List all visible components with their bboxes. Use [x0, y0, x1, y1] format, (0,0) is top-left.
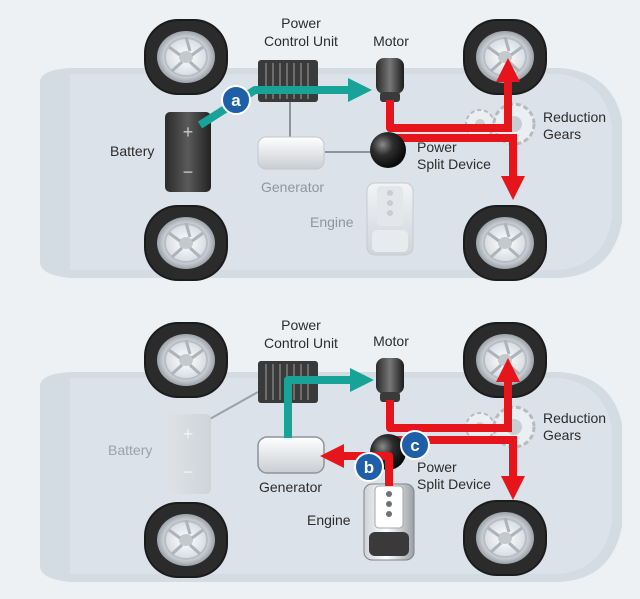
- generator: [257, 436, 325, 474]
- generator: [257, 136, 325, 170]
- label-reduction-gears-2: Gears: [543, 126, 581, 142]
- label-engine: Engine: [307, 512, 351, 528]
- power-split-device: [370, 132, 406, 168]
- wheel-rear-right: [461, 498, 549, 578]
- wheel-rear-left: [142, 203, 230, 283]
- svg-text:−: −: [183, 462, 194, 482]
- svg-text:c: c: [410, 436, 419, 455]
- label-power-split-device: Power: [417, 139, 457, 155]
- engine: [363, 483, 415, 561]
- svg-text:+: +: [183, 122, 194, 142]
- svg-text:−: −: [183, 162, 194, 182]
- label-engine: Engine: [310, 214, 354, 230]
- motor: [376, 58, 404, 102]
- badge-a: a: [221, 85, 251, 115]
- badge-c: c: [400, 430, 430, 460]
- svg-text:+: +: [183, 424, 194, 444]
- label-reduction-gears: Reduction: [543, 109, 606, 125]
- label-reduction-gears-2: Gears: [543, 427, 581, 443]
- battery: + −: [165, 414, 211, 494]
- label-battery: Battery: [108, 442, 152, 458]
- battery: + −: [165, 112, 211, 192]
- engine: [366, 182, 414, 256]
- power-control-unit: [257, 59, 319, 103]
- label-power-control-unit: Power: [281, 317, 321, 333]
- mechanical-flow-to-generator: [342, 452, 393, 486]
- label-power-control-unit-2: Control Unit: [264, 33, 338, 49]
- motor: [376, 358, 404, 402]
- wheel-rear-left: [142, 500, 230, 580]
- panel-bottom: + −: [40, 317, 622, 582]
- label-power-split-device: Power: [417, 459, 457, 475]
- svg-text:a: a: [231, 91, 241, 110]
- panel-top: + − a Power Control Uni: [40, 15, 622, 283]
- label-motor: Motor: [373, 333, 409, 349]
- label-battery: Battery: [110, 143, 154, 159]
- badge-b: b: [354, 452, 384, 482]
- label-power-split-device-2: Split Device: [417, 156, 491, 172]
- label-power-control-unit-2: Control Unit: [264, 335, 338, 351]
- mechanical-flow-arrows: [386, 58, 525, 200]
- wheel-front-left: [142, 320, 230, 400]
- wheel-front-left: [142, 17, 230, 97]
- label-power-control-unit: Power: [281, 15, 321, 31]
- svg-text:b: b: [364, 458, 374, 477]
- electric-flow-arrow: [197, 86, 350, 129]
- label-motor: Motor: [373, 33, 409, 49]
- label-reduction-gears: Reduction: [543, 410, 606, 426]
- label-power-split-device-2: Split Device: [417, 476, 491, 492]
- electric-flow-arrow: [284, 376, 352, 438]
- label-generator: Generator: [259, 479, 322, 495]
- label-generator: Generator: [261, 179, 324, 195]
- wheel-rear-right: [461, 203, 549, 283]
